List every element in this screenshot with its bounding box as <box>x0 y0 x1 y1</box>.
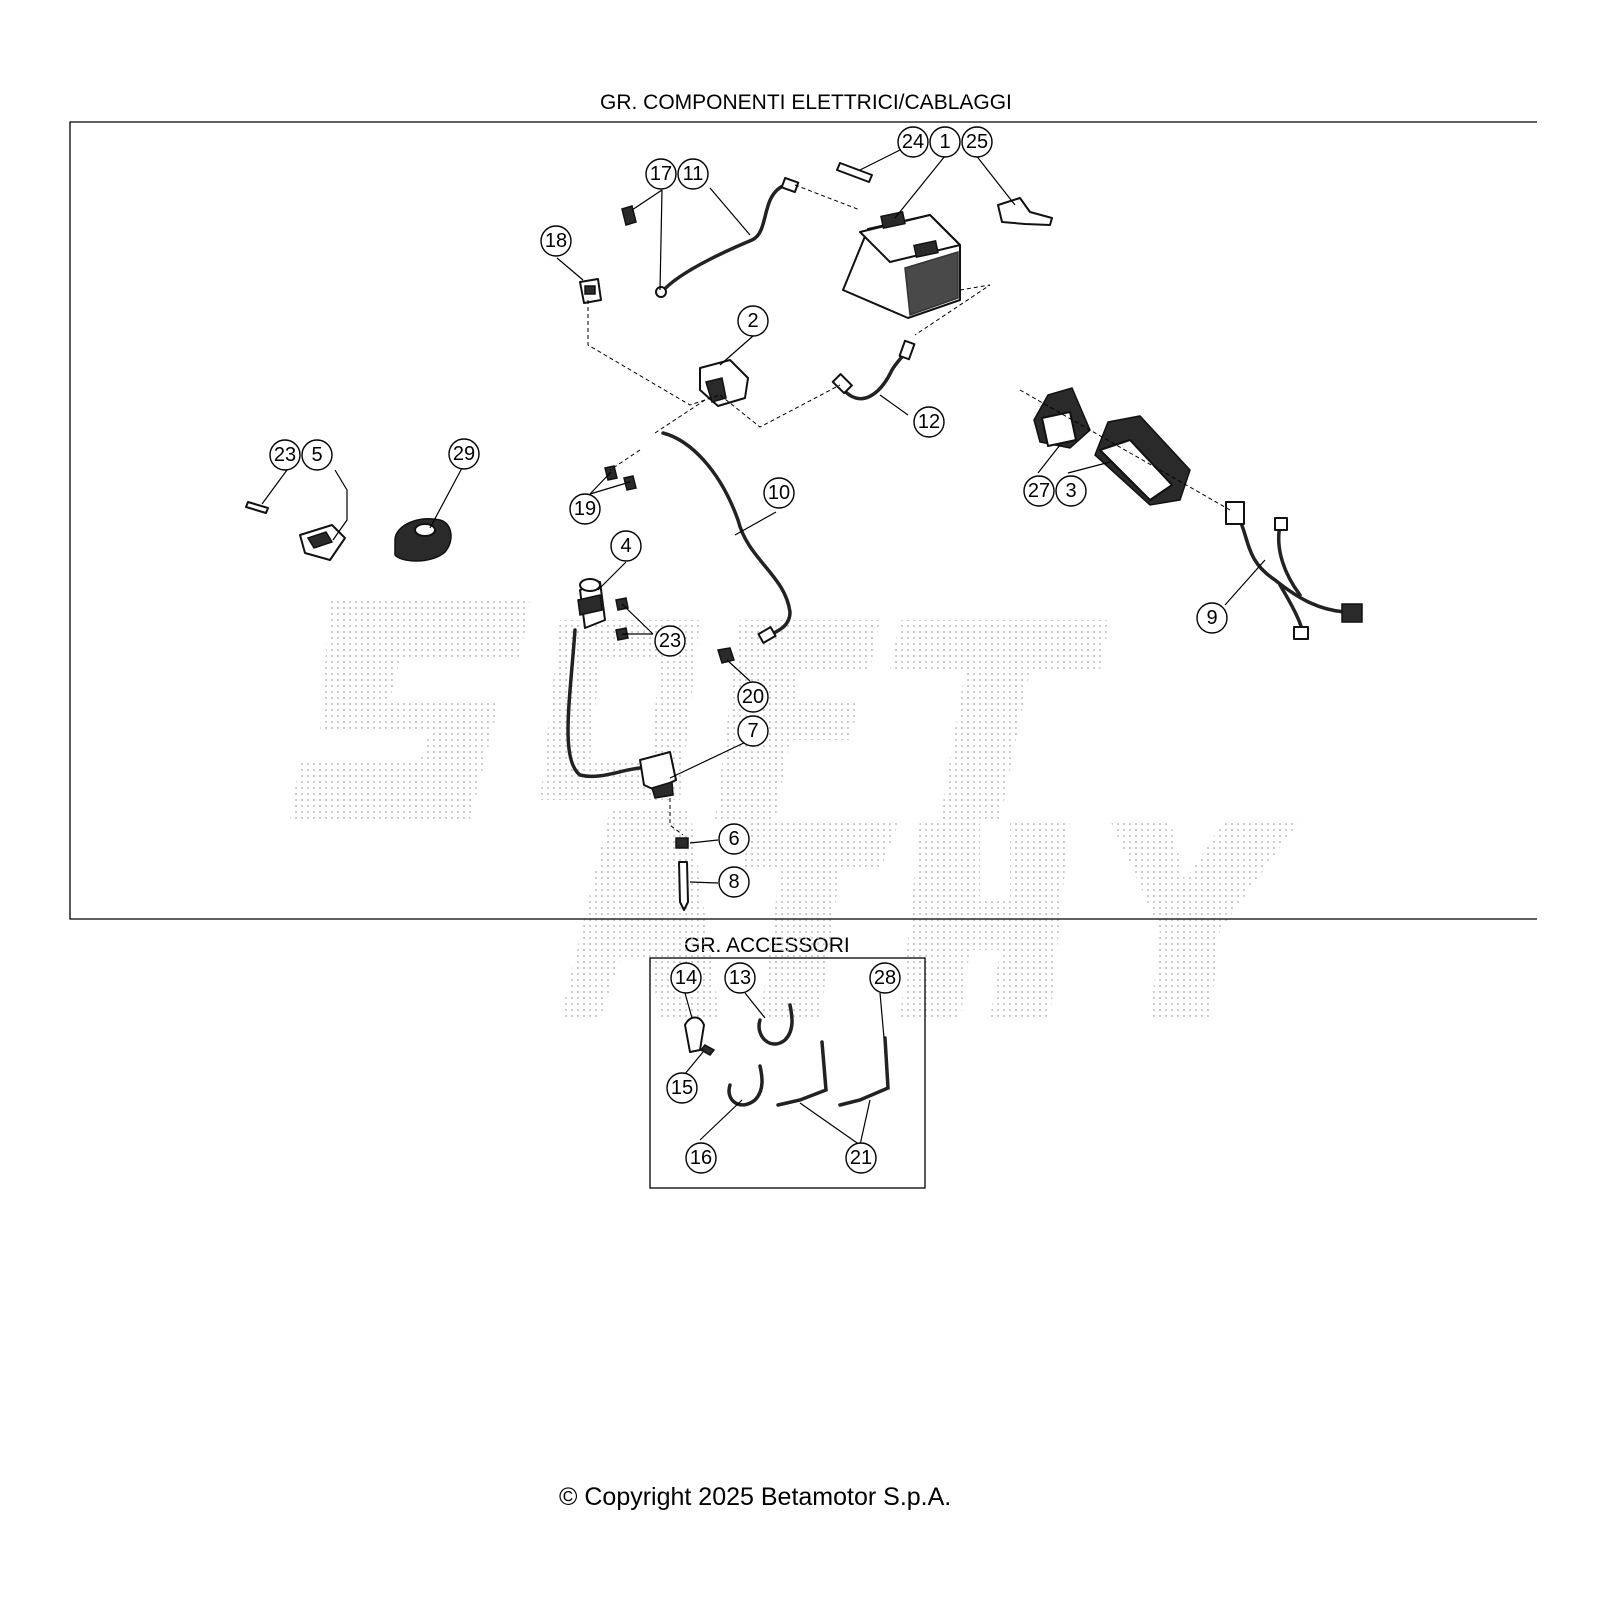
callout-7: 7 <box>737 715 769 747</box>
relay-cable <box>840 346 910 401</box>
battery-cable-negative <box>660 183 787 294</box>
callout-11: 11 <box>677 158 709 190</box>
svg-text:18: 18 <box>545 230 567 252</box>
callout-3: 3 <box>1055 475 1087 507</box>
svg-text:17: 17 <box>650 163 672 185</box>
callout-10: 10 <box>763 477 795 509</box>
screw <box>604 465 618 481</box>
main-group-frame <box>69 121 1537 920</box>
cable-clamp <box>684 1016 705 1053</box>
callout-15: 15 <box>666 1072 698 1104</box>
spark-plug <box>678 861 689 911</box>
svg-text:11: 11 <box>683 163 704 185</box>
svg-text:25: 25 <box>966 131 988 153</box>
ht-lead <box>566 628 642 779</box>
main-group-title: GR. COMPONENTI ELETTRICI/CABLAGGI <box>600 91 1012 114</box>
svg-text:2: 2 <box>747 310 758 332</box>
accessories-group-frame <box>649 957 926 1189</box>
callout-4: 4 <box>610 530 642 562</box>
voltage-regulator <box>1033 387 1091 449</box>
callout-8: 8 <box>718 866 750 898</box>
starter-cable <box>661 431 792 636</box>
callout-6: 6 <box>718 823 750 855</box>
battery-pin <box>836 162 873 183</box>
screw <box>699 1044 716 1056</box>
svg-text:9: 9 <box>1206 607 1217 629</box>
mounting-bracket <box>838 1036 890 1107</box>
svg-text:1: 1 <box>939 131 950 153</box>
callout-9: 9 <box>1196 602 1228 634</box>
callout-19: 19 <box>569 493 601 525</box>
callout-12: 12 <box>913 406 945 438</box>
callout-23: 23 <box>654 625 686 657</box>
svg-text:27: 27 <box>1028 480 1050 502</box>
callout-24: 24 <box>897 126 929 158</box>
svg-text:10: 10 <box>768 482 790 504</box>
svg-text:24: 24 <box>902 131 924 153</box>
callout-21: 21 <box>845 1142 877 1174</box>
callout-29: 29 <box>448 438 480 470</box>
svg-text:29: 29 <box>453 443 475 465</box>
callout-18: 18 <box>540 225 572 257</box>
rubber-cap <box>997 197 1053 226</box>
svg-text:7: 7 <box>747 720 758 742</box>
leader-lines <box>261 148 1266 1146</box>
spark-plug-washer <box>675 837 689 849</box>
mounting-bracket <box>776 1040 828 1107</box>
cable-tie <box>727 1064 764 1107</box>
svg-text:14: 14 <box>675 967 697 989</box>
callout-25: 25 <box>961 126 993 158</box>
ignition-coil <box>577 578 606 629</box>
callout-5: 5 <box>301 439 333 471</box>
callout-17: 17 <box>645 158 677 190</box>
spark-plug-cap <box>639 751 677 799</box>
svg-text:3: 3 <box>1065 480 1076 502</box>
svg-text:15: 15 <box>671 1077 693 1099</box>
svg-text:4: 4 <box>620 535 631 557</box>
battery <box>842 210 961 319</box>
svg-text:20: 20 <box>742 686 764 708</box>
callout-2: 2 <box>737 305 769 337</box>
svg-text:23: 23 <box>274 444 296 466</box>
svg-text:21: 21 <box>850 1147 872 1169</box>
watermark <box>290 600 1300 1020</box>
svg-text:28: 28 <box>874 967 896 989</box>
callout-14: 14 <box>670 962 702 994</box>
svg-text:13: 13 <box>729 967 751 989</box>
screw <box>245 501 269 514</box>
callout-23: 23 <box>269 439 301 471</box>
callout-28: 28 <box>869 962 901 994</box>
callout-13: 13 <box>724 962 756 994</box>
svg-text:8: 8 <box>728 871 739 893</box>
nut <box>717 647 735 664</box>
cable-tie <box>757 1003 794 1046</box>
copyright-notice: © Copyright 2025 Betamotor S.p.A. <box>559 1483 952 1511</box>
callout-16: 16 <box>685 1142 717 1174</box>
callout-20: 20 <box>737 681 769 713</box>
callout-27: 27 <box>1023 475 1055 507</box>
svg-text:23: 23 <box>659 630 681 652</box>
callout-1: 1 <box>929 126 961 158</box>
svg-text:5: 5 <box>311 444 322 466</box>
screw <box>621 205 637 226</box>
svg-text:6: 6 <box>728 828 739 850</box>
assembly-lines <box>587 184 1231 836</box>
wiring-harness <box>1225 501 1363 640</box>
svg-text:12: 12 <box>918 411 940 433</box>
horn <box>394 518 452 562</box>
svg-text:16: 16 <box>690 1147 712 1169</box>
svg-text:19: 19 <box>574 498 596 520</box>
starter-relay <box>699 359 749 407</box>
